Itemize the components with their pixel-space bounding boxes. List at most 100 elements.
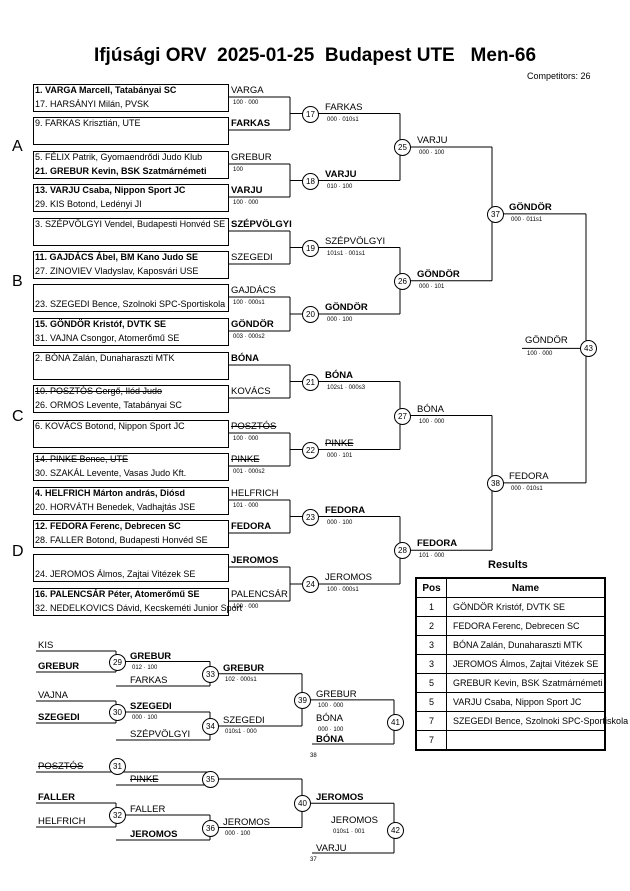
result-name: SZEGEDI Bence, Szolnoki SPC-Sportiskola: [446, 711, 628, 731]
competitor-name: BÓNA: [417, 403, 444, 415]
entry-name: 6. KOVÁCS Botond, Nippon Sport JC: [35, 421, 185, 431]
match-score: 100 · 000s1: [327, 587, 359, 593]
competitor-name: FALLER: [130, 804, 166, 815]
entry-name: 14. PINKE Bence, UTE: [35, 454, 129, 464]
competitor-name: GÖNDÖR: [509, 201, 552, 213]
match-score: 010s1 · 001: [333, 829, 365, 835]
match-score: 000 · 101: [419, 283, 445, 290]
competitor-name: GREBUR: [316, 688, 357, 700]
results-header-name: Name: [446, 578, 605, 598]
match-number: 20: [302, 306, 319, 323]
match-score: 100 · 000: [527, 351, 553, 358]
entry-name: 27. ZINOVIEV Vladyslav, Kaposvári USE: [35, 266, 199, 276]
match-score: 000 · 100: [419, 150, 445, 156]
competitor-name: VAJNA: [38, 690, 68, 701]
competitor-name: GÖNDÖR: [525, 335, 568, 347]
entry-box: [33, 588, 229, 616]
competitor-name: SZEGEDI: [130, 701, 172, 712]
result-position: 7: [416, 730, 447, 750]
match-number: 42: [387, 822, 404, 839]
match-number: 43: [580, 340, 597, 358]
tiny-label: 38: [310, 753, 317, 759]
competitor-name: GREBUR: [231, 152, 272, 163]
competitor-name: KOVÁCS: [231, 386, 271, 397]
entry-name: 15. GÖNDÖR Kristóf, DVTK SE: [35, 319, 167, 329]
entry-name: 28. FALLER Botond, Budapesti Honvéd SE: [35, 535, 208, 545]
match-score: 100 · 000: [233, 200, 259, 206]
results-header-row: Pos Name: [416, 578, 605, 598]
competitor-name: KIS: [38, 640, 54, 651]
entry-box: [33, 487, 229, 515]
competitor-name: VARJU: [325, 168, 357, 180]
match-score: 010s1 · 000: [225, 729, 257, 735]
match-score: 003 · 000s2: [233, 334, 265, 340]
match-number: 41: [387, 713, 404, 731]
match-number: 25: [394, 139, 411, 156]
entry-name: 26. ORMOS Levente, Tatabányai SC: [35, 400, 182, 410]
entry-name: 17. HARSÁNYI Milán, PVSK: [35, 99, 150, 109]
entry-box: [33, 554, 229, 582]
match-number: 40: [294, 795, 311, 813]
competitor-name: SZEGEDI: [223, 715, 265, 726]
match-score: 100 · 000: [233, 604, 259, 610]
entry-name: [35, 131, 240, 144]
result-position: 3: [416, 654, 447, 674]
competitor-name: GREBUR: [223, 662, 265, 674]
match-score: 000 · 100: [327, 317, 353, 323]
match-number: 21: [302, 373, 319, 391]
entry-name: [35, 434, 240, 447]
entry-box: [33, 184, 229, 212]
match-number: 31: [109, 758, 126, 775]
competitor-name: JEROMOS: [223, 816, 270, 828]
competitor-name: JEROMOS: [130, 829, 178, 840]
competitor-name: SZÉPVÖLGYI: [130, 729, 191, 740]
competitor-name: SZEGEDI: [231, 252, 273, 263]
entry-name: [35, 284, 240, 297]
match-number: 27: [394, 407, 411, 425]
section-label: A: [12, 138, 23, 155]
competitor-name: SZEGEDI: [38, 712, 80, 723]
match-number: 30: [109, 704, 126, 721]
competitor-name: VARJU: [231, 185, 263, 196]
match-score: 101 · 000: [233, 503, 259, 509]
match-number: 28: [394, 542, 411, 560]
tournament-title: Ifjúsági ORV 2025-01-25 Budapest UTE Men…: [93, 45, 537, 66]
entry-box: [33, 151, 229, 179]
entry-box: [33, 117, 229, 145]
competitor-name: HELFRICH: [38, 816, 86, 827]
competitor-name: SZÉPVÖLGYI: [325, 235, 386, 247]
match-score: 000 · 010s1: [511, 485, 543, 492]
entry-name: [35, 554, 240, 567]
match-score: 000 · 010s1: [327, 116, 359, 123]
competitor-name: BÓNA: [231, 353, 259, 364]
competitor-name: JEROMOS: [231, 555, 279, 566]
result-position: 2: [416, 616, 447, 636]
entry-name: 29. KIS Botond, Ledényi JI: [35, 199, 142, 209]
match-score: 010 · 100: [327, 183, 353, 190]
result-position: 3: [416, 635, 447, 655]
competitor-name: BÓNA: [325, 369, 353, 381]
competitor-name: PINKE: [325, 437, 354, 449]
entry-name: 13. VARJU Csaba, Nippon Sport JC: [35, 185, 186, 195]
competitor-name: FEDORA: [509, 470, 549, 482]
competitor-name: FEDORA: [325, 504, 366, 516]
match-score: 101 · 000: [419, 553, 445, 560]
competitor-name: PINKE: [130, 774, 159, 785]
competitor-count: Competitors: 26: [527, 71, 591, 81]
entry-box: [33, 251, 229, 279]
entry-name: 11. GAJDÁCS Ábel, BM Kano Judo SE: [35, 252, 199, 262]
match-score: 100 · 000s1: [233, 300, 265, 306]
entry-box: [33, 318, 229, 346]
entry-name: 30. SZAKÁL Levente, Vasas Judo Kft.: [35, 468, 187, 478]
entry-name: [35, 232, 240, 245]
match-number: 36: [202, 819, 219, 837]
match-score: 000 · 100: [327, 519, 353, 526]
entry-name: 20. HORVÁTH Benedek, Vadhajtás JSE: [35, 502, 196, 512]
match-number: 35: [202, 771, 219, 788]
